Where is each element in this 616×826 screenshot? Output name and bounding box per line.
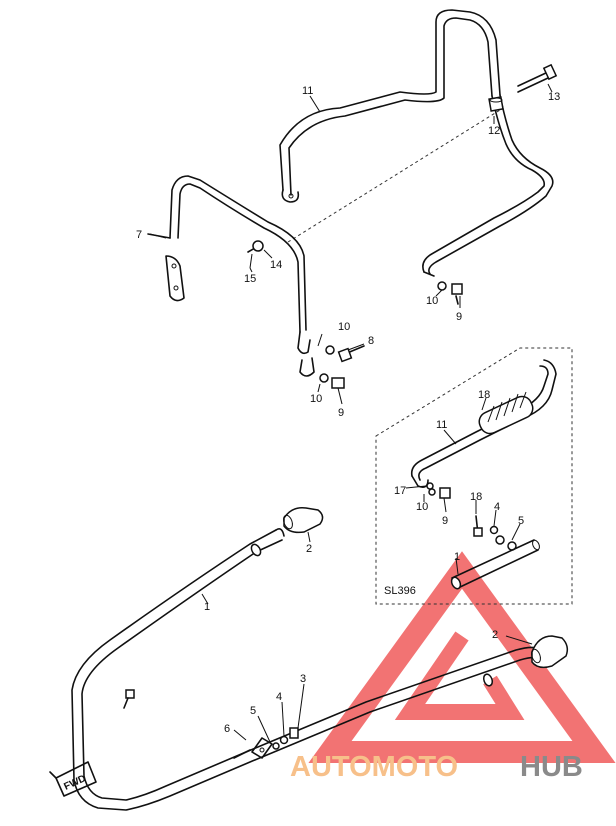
- callout-2: 2: [306, 543, 312, 555]
- watermark-logo: [308, 551, 616, 763]
- callout-17: 17: [394, 485, 406, 497]
- callout-10: 10: [338, 321, 350, 333]
- watermark-triangle: [308, 551, 616, 763]
- callout-9: 9: [442, 515, 448, 527]
- bolt-13: [517, 63, 558, 93]
- callout-1: 1: [204, 601, 210, 613]
- alignment-line-top: [287, 109, 501, 243]
- callout-5: 5: [250, 705, 256, 717]
- callout-9: 9: [456, 311, 462, 323]
- callout-2: 2: [492, 629, 498, 641]
- watermark-text-hub: HUB: [520, 751, 583, 783]
- callout-14: 14: [270, 259, 282, 271]
- fwd-arrow: [49, 761, 97, 797]
- callout-15: 15: [244, 273, 256, 285]
- watermark-inner-mark: [394, 631, 525, 720]
- callout-13: 13: [548, 91, 560, 103]
- callout-4: 4: [276, 691, 282, 703]
- grip-2-bottom: [531, 635, 569, 669]
- bolt-8-assembly: [319, 345, 365, 389]
- variant-label: SL396: [384, 585, 416, 597]
- callout-5: 5: [518, 515, 524, 527]
- callout-10: 10: [310, 393, 322, 405]
- callout-10: 10: [416, 501, 428, 513]
- callout-4: 4: [494, 501, 500, 513]
- callout-labels: 11 13 12 7 14 15 10 9 10 8 10 9 18 11 17…: [62, 85, 560, 793]
- leader-lines: [149, 83, 553, 743]
- variant-box: [375, 347, 573, 605]
- watermark-text: AUTOMOTO HUB: [290, 751, 583, 783]
- grip-2-top: [283, 506, 324, 534]
- rear-frame-bar: [169, 175, 315, 377]
- callout-6: 6: [224, 723, 230, 735]
- upper-bar-11: [279, 9, 554, 277]
- callout-18: 18: [470, 491, 482, 503]
- fwd-label: FWD: [62, 773, 87, 793]
- callout-10: 10: [426, 295, 438, 307]
- spacer-12: [488, 96, 504, 112]
- bracket-7: [147, 233, 185, 302]
- watermark-text-automoto: AUTOMOTO: [290, 751, 458, 783]
- callout-18: 18: [478, 389, 490, 401]
- callout-8: 8: [368, 335, 374, 347]
- callout-9: 9: [338, 407, 344, 419]
- callout-1: 1: [454, 551, 460, 563]
- callout-11: 11: [302, 85, 313, 97]
- bolt-14-15: [247, 240, 264, 269]
- bar-bolt-left: [123, 689, 135, 709]
- variant-fasteners: [426, 482, 517, 551]
- variant-bar-1: [450, 539, 540, 590]
- callout-11: 11: [436, 419, 447, 431]
- callout-7: 7: [136, 229, 142, 241]
- variant-bar-11: [410, 359, 557, 488]
- lower-fasteners: [233, 727, 299, 759]
- callout-3: 3: [300, 673, 306, 685]
- callout-12: 12: [488, 125, 500, 137]
- bolt-9-assembly-top: [437, 281, 463, 305]
